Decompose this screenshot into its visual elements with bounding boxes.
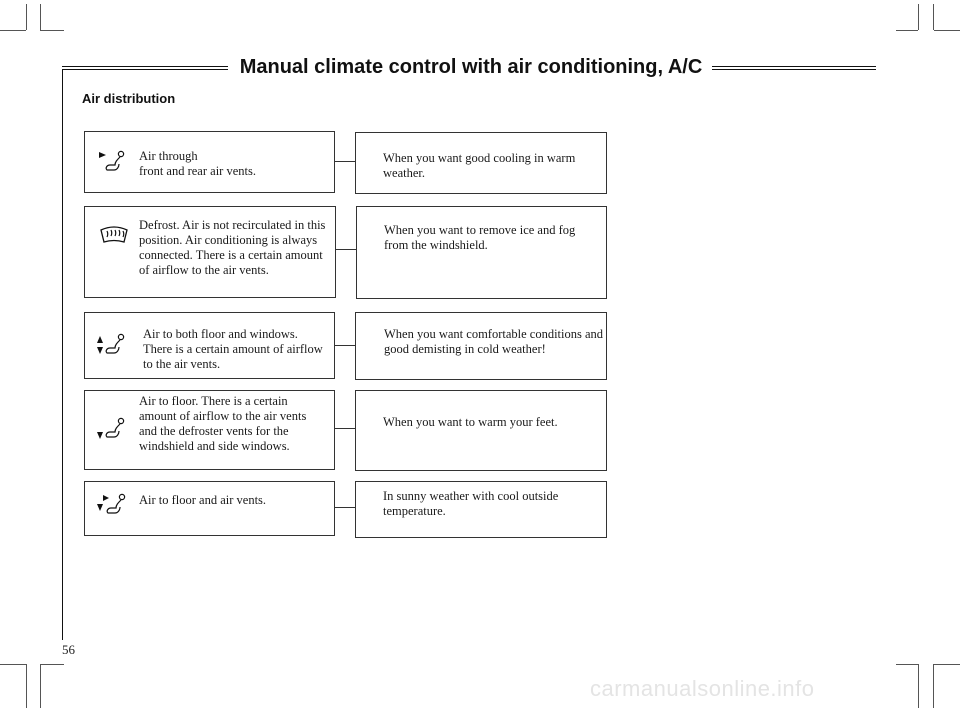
mode-description: Defrost. Air is not recirculated in this…	[139, 218, 326, 277]
usage-box: When you want comfortable conditions and…	[355, 312, 607, 380]
title-rule-right	[712, 66, 876, 70]
connector-line	[335, 161, 355, 162]
crop-mark	[933, 664, 934, 708]
mode-box: Air to floor and air vents.	[84, 481, 335, 536]
crop-mark	[40, 664, 41, 708]
crop-mark	[918, 4, 919, 30]
watermark: carmanualsonline.info	[590, 676, 815, 701]
crop-mark	[0, 664, 26, 665]
connector-line	[336, 249, 356, 250]
crop-mark	[933, 4, 934, 30]
usage-description: When you want to remove ice and fog from…	[384, 223, 576, 252]
connector-line	[335, 345, 355, 346]
title-rule-left	[62, 66, 228, 70]
mode-box: Air to both floor and windows. There is …	[84, 312, 335, 379]
usage-description: When you want comfortable conditions and…	[384, 327, 604, 356]
mode-description: Air through front and rear air vents.	[139, 149, 256, 178]
mode-box: Air through front and rear air vents.	[84, 131, 335, 193]
crop-mark	[26, 664, 27, 708]
crop-mark	[26, 4, 27, 30]
connector-line	[335, 428, 355, 429]
mode-description: Air to both floor and windows. There is …	[143, 327, 323, 371]
mode-box: Air to floor. There is a certain amount …	[84, 390, 335, 470]
crop-mark	[934, 30, 960, 31]
crop-mark	[896, 30, 918, 31]
crop-mark	[40, 30, 64, 31]
page-title: Manual climate control with air conditio…	[239, 56, 703, 78]
windshield-defrost-icon	[100, 226, 128, 243]
crop-mark	[918, 664, 919, 708]
margin-line	[62, 70, 63, 640]
usage-description: In sunny weather with cool outside tempe…	[383, 489, 559, 518]
usage-box: When you want to warm your feet.	[355, 390, 607, 471]
usage-box: When you want to remove ice and fog from…	[356, 206, 607, 299]
airflow-floor-vents-icon	[97, 493, 126, 514]
crop-mark	[40, 664, 64, 665]
usage-description: When you want to warm your feet.	[383, 415, 558, 429]
section-heading: Air distribution	[82, 91, 176, 106]
airflow-vents-icon	[99, 150, 125, 171]
crop-mark	[934, 664, 960, 665]
mode-description: Air to floor. There is a certain amount …	[139, 394, 307, 453]
connector-line	[335, 507, 355, 508]
page-number: 56	[62, 642, 75, 657]
airflow-floor-icon	[97, 417, 125, 439]
crop-mark	[0, 30, 26, 31]
airflow-floor-windows-icon	[97, 333, 125, 354]
usage-description: When you want good cooling in warm weath…	[383, 151, 576, 180]
crop-mark	[896, 664, 918, 665]
usage-box: In sunny weather with cool outside tempe…	[355, 481, 607, 538]
usage-box: When you want good cooling in warm weath…	[355, 132, 607, 194]
mode-box: Defrost. Air is not recirculated in this…	[84, 206, 336, 298]
mode-description: Air to floor and air vents.	[139, 493, 267, 507]
crop-mark	[40, 4, 41, 30]
